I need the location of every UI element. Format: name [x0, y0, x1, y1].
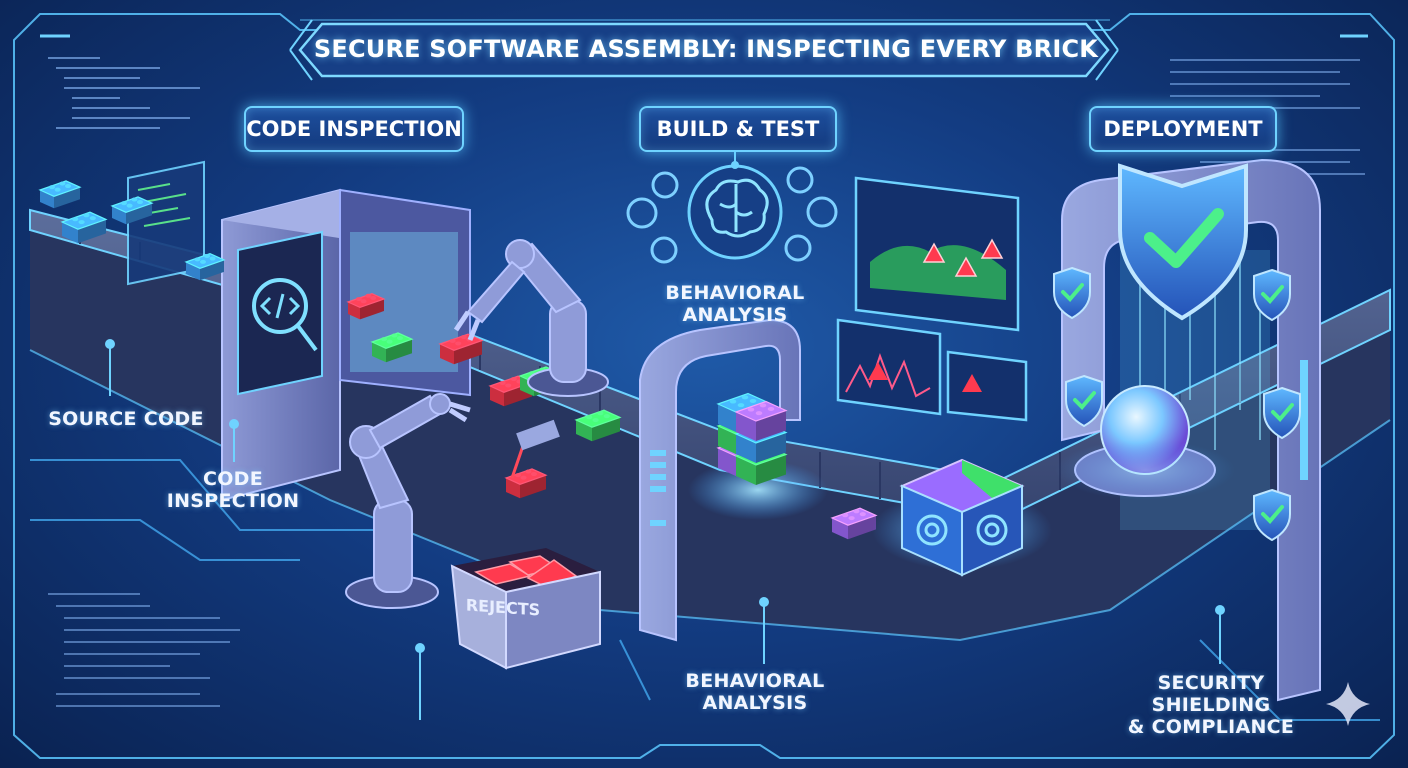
brick-12 [830, 507, 878, 540]
brick-3 [110, 196, 154, 225]
gear-cube [872, 458, 1052, 577]
analysis-monitor-right [946, 350, 1028, 422]
stage-header-code-inspection: CODE INSPECTION [244, 106, 464, 152]
small-shield-1 [1053, 266, 1091, 320]
callout-pins [105, 339, 1225, 720]
stage-header-deployment: DEPLOYMENT [1089, 106, 1277, 152]
security-orb [1055, 385, 1235, 500]
stage-header-deployment-label: DEPLOYMENT [1103, 117, 1263, 141]
stack-brick-2-1 [734, 400, 788, 441]
label-security-line1: SECURITY SHIELDING [1151, 672, 1271, 716]
small-shield-5 [1253, 488, 1291, 542]
build-test-arch [639, 318, 801, 642]
hud-frame [13, 13, 1395, 759]
label-source-code-text: SOURCE CODE [48, 408, 204, 430]
label-source-code: SOURCE CODE [46, 408, 206, 430]
brick-10 [574, 409, 622, 442]
code-snippet-topleft [48, 57, 200, 129]
stage-header-build-test: BUILD & TEST [639, 106, 837, 152]
label-behavioral-analysis-bottom: BEHAVIORAL ANALYSIS [680, 670, 830, 714]
stage-header-code-inspection-label: CODE INSPECTION [246, 117, 462, 141]
brick-stack [688, 392, 828, 520]
label-behavioral-top-line2: ANALYSIS [682, 304, 788, 326]
brick-11 [504, 468, 548, 499]
scanner-laser [510, 419, 560, 479]
sparkle-icon [1326, 682, 1370, 726]
label-code-inspection-line2: INSPECTION [166, 490, 300, 512]
brain-gears [626, 150, 838, 264]
robot-arm-lower [345, 393, 471, 609]
label-behavioral-top-line1: BEHAVIORAL [665, 282, 805, 304]
label-code-inspection: CODE INSPECTION [160, 468, 306, 512]
page-title: SECURE SOFTWARE ASSEMBLY: INSPECTING EVE… [313, 35, 1099, 63]
code-snippet-bottomleft [48, 593, 240, 707]
warning-icon [922, 238, 1004, 277]
title-banner [289, 19, 1119, 81]
label-security-line2: & COMPLIANCE [1127, 716, 1295, 738]
brick-2 [60, 211, 108, 244]
gear-icon [916, 514, 1008, 546]
small-shield-2 [1065, 374, 1103, 428]
label-behavioral-analysis-top: BEHAVIORAL ANALYSIS [660, 282, 810, 326]
robot-arm-upper [453, 239, 609, 397]
brick-5 [346, 292, 386, 320]
brick-4 [184, 252, 226, 281]
analysis-monitor-left [836, 318, 942, 416]
label-code-inspection-line1: CODE [202, 468, 264, 490]
shield-check-icon [1118, 163, 1248, 321]
label-behavioral-bottom-line2: ANALYSIS [702, 692, 808, 714]
label-behavioral-bottom-line1: BEHAVIORAL [685, 670, 825, 692]
analysis-monitor-main [854, 176, 1020, 332]
brick-6 [370, 332, 414, 363]
brain-icon [705, 178, 769, 238]
stage-header-build-test-label: BUILD & TEST [656, 117, 820, 141]
small-shield-4 [1263, 386, 1301, 440]
label-security-shielding: SECURITY SHIELDING & COMPLIANCE [1100, 672, 1322, 738]
small-shields [1053, 266, 1301, 542]
small-shield-3 [1253, 268, 1291, 322]
source-code-panel [127, 160, 205, 286]
bricks-layer [38, 180, 878, 540]
code-magnifier-icon [252, 278, 318, 352]
rejects-bin [450, 548, 601, 670]
brick-1 [38, 180, 82, 209]
